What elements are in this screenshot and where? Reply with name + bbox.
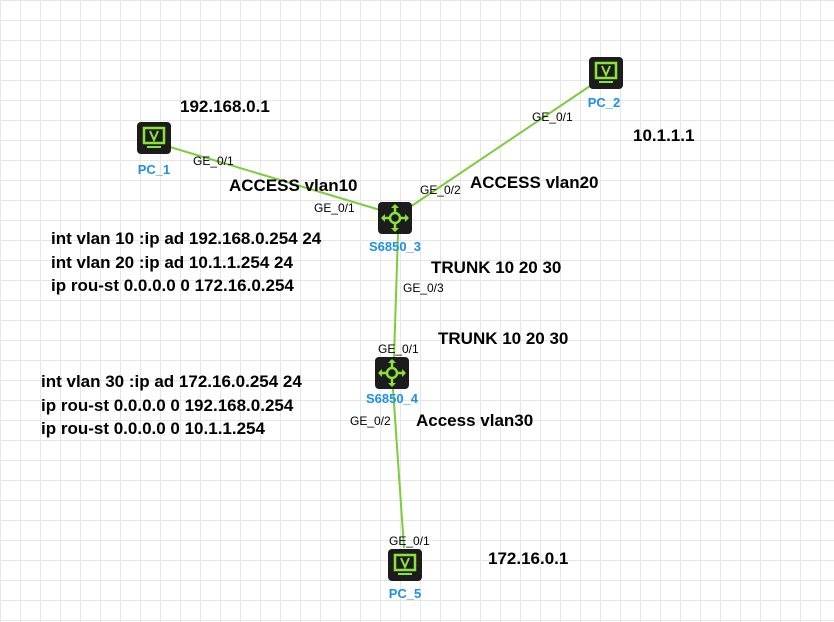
pc-icon [393, 553, 417, 575]
sw4-config-note: int vlan 30 :ip ad 172.16.0.254 24 ip ro… [41, 370, 302, 441]
port-label: GE_0/1 [532, 110, 573, 124]
port-label: GE_0/1 [193, 154, 234, 168]
pc-icon [142, 126, 166, 148]
port-label: GE_0/3 [403, 281, 444, 295]
sw4-node[interactable] [375, 357, 409, 389]
port-label: GE_0/2 [350, 414, 391, 428]
port-label: GE_0/1 [314, 201, 355, 215]
config-line: int vlan 30 :ip ad 172.16.0.254 24 [41, 372, 302, 391]
link-sw4-pc5[interactable] [392, 388, 405, 549]
switch-icon [381, 204, 409, 232]
trunk-sw3-note: TRUNK 10 20 30 [431, 258, 562, 277]
config-line: int vlan 10 :ip ad 192.168.0.254 24 [51, 229, 322, 248]
port-label: GE_0/1 [389, 534, 430, 548]
pc1-node[interactable] [137, 122, 171, 154]
sw4-label: S6850_4 [365, 391, 419, 406]
sw3-node[interactable] [378, 202, 412, 234]
pc2-label: PC_2 [587, 95, 621, 110]
sw3-label: S6850_3 [368, 239, 422, 254]
pc2-node[interactable] [589, 57, 623, 89]
port-label: GE_0/2 [420, 183, 461, 197]
port-label: GE_0/1 [378, 342, 419, 356]
access-vlan30-note: Access vlan30 [416, 411, 534, 430]
access-vlan10-note: ACCESS vlan10 [229, 176, 358, 195]
pc5-node[interactable] [388, 549, 422, 581]
link-pc2-sw3[interactable] [409, 85, 591, 208]
config-line: ip rou-st 0.0.0.0 0 172.16.0.254 [51, 276, 294, 295]
link-pc1-sw3[interactable] [169, 146, 381, 211]
sw3-config-note: int vlan 10 :ip ad 192.168.0.254 24 int … [51, 227, 321, 298]
pc-icon [594, 61, 618, 83]
pc1-label: PC_1 [137, 162, 171, 177]
access-vlan20-note: ACCESS vlan20 [470, 173, 599, 192]
config-line: ip rou-st 0.0.0.0 0 10.1.1.254 [41, 419, 265, 438]
pc1-ip-note: 192.168.0.1 [180, 97, 270, 116]
pc5-ip-note: 172.16.0.1 [488, 549, 569, 568]
trunk-sw4-note: TRUNK 10 20 30 [438, 329, 569, 348]
pc5-label: PC_5 [388, 586, 422, 601]
switch-icon [378, 359, 406, 387]
config-line: int vlan 20 :ip ad 10.1.1.254 24 [51, 252, 293, 272]
pc2-ip-note: 10.1.1.1 [633, 126, 695, 145]
link-sw3-sw4[interactable] [393, 233, 399, 358]
config-line: ip rou-st 0.0.0.0 0 192.168.0.254 [41, 395, 294, 415]
